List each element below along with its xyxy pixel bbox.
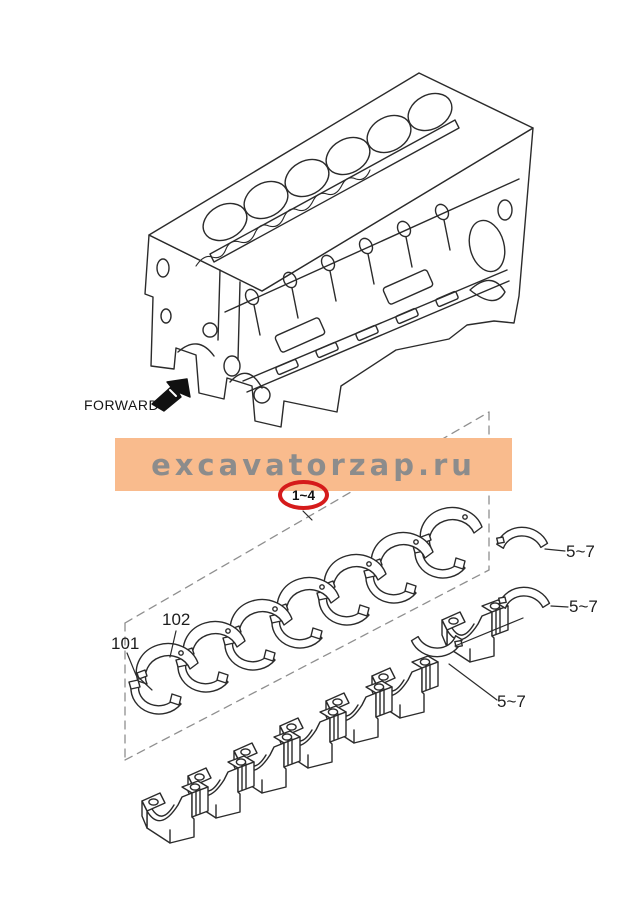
part-number-101: 101 [111, 634, 140, 653]
thrust-washer [494, 523, 550, 555]
lower-bearing-shell [175, 657, 229, 693]
part-number-5-7-bottom: 5~7 [497, 692, 526, 711]
lower-bearing-shell [128, 679, 182, 715]
pan-rail-slots [275, 290, 459, 376]
engine-block-drawing [144, 72, 534, 428]
forward-arrow-icon [151, 378, 191, 412]
lower-bearing-shell [222, 635, 276, 671]
thrust-washer [409, 629, 465, 661]
part-number-5-7-middle: 5~7 [569, 597, 598, 616]
part-number-5-7-top: 5~7 [566, 542, 595, 561]
lower-bearing-shell [316, 590, 370, 626]
cylinder-bores [202, 92, 453, 242]
bearing-cap [141, 780, 209, 844]
part-number-102: 102 [162, 610, 191, 629]
lower-bearing-shell [269, 613, 323, 649]
side-bosses [244, 203, 451, 336]
leader-lines [126, 510, 569, 701]
group-callout-1-4: 1~4 [278, 480, 329, 510]
watermark-text: excavatorzap.ru [151, 447, 476, 482]
upper-bearing-shell [419, 506, 483, 549]
lower-bearing-shell [363, 568, 417, 604]
forward-label: FORWARD [84, 397, 160, 413]
